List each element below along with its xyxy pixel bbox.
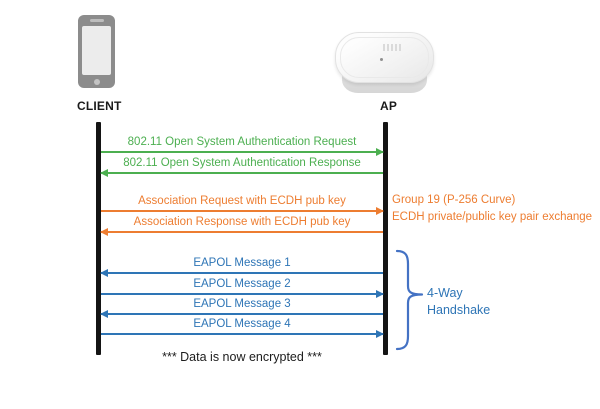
message-assoc-request: Association Request with ECDH pub key: [101, 195, 384, 215]
message-label: Association Response with ECDH pub key: [133, 216, 351, 228]
message-label: Association Request with ECDH pub key: [138, 195, 346, 207]
handshake-label: 4-Way Handshake: [427, 285, 490, 319]
message-label: EAPOL Message 3: [193, 298, 291, 310]
arrow-left-icon: [100, 310, 383, 318]
encrypted-note: *** Data is now encrypted ***: [162, 350, 322, 364]
access-point-led: [380, 58, 383, 61]
ap-label: AP: [380, 99, 398, 113]
message-eapol-2: EAPOL Message 2: [101, 278, 384, 298]
message-label: EAPOL Message 2: [193, 278, 291, 290]
ecdh-note-line1: Group 19 (P-256 Curve): [392, 194, 516, 206]
arrow-left-icon: [100, 269, 383, 277]
ecdh-note: Group 19 (P-256 Curve) ECDH private/publ…: [392, 192, 592, 226]
message-label: EAPOL Message 4: [193, 318, 291, 330]
phone-home-button: [93, 79, 100, 85]
message-auth-response: 802.11 Open System Authentication Respon…: [100, 157, 383, 177]
arrow-left-icon: [100, 228, 383, 236]
message-eapol-1: EAPOL Message 1: [100, 257, 383, 277]
message-label: 802.11 Open System Authentication Reques…: [127, 136, 357, 148]
access-point-lid: [335, 32, 434, 83]
arrow-right-icon: [101, 148, 384, 156]
arrow-right-icon: [101, 207, 384, 215]
ecdh-note-line2: ECDH private/public key pair exchange: [392, 211, 593, 223]
cisco-logo: [383, 44, 401, 51]
curly-brace-icon: [395, 249, 424, 351]
message-auth-request: 802.11 Open System Authentication Reques…: [101, 136, 384, 156]
smartphone-icon: [78, 15, 115, 88]
ap-lifeline: [383, 122, 388, 355]
handshake-label-line2: Handshake: [427, 303, 491, 317]
access-point-icon: [335, 32, 434, 93]
message-assoc-response: Association Response with ECDH pub key: [100, 216, 383, 236]
client-lifeline: [96, 122, 101, 355]
message-label: 802.11 Open System Authentication Respon…: [123, 157, 361, 169]
phone-speaker: [89, 19, 104, 22]
arrow-left-icon: [100, 169, 383, 177]
handshake-label-line1: 4-Way: [427, 286, 463, 300]
message-label: EAPOL Message 1: [193, 257, 291, 269]
phone-screen: [82, 26, 111, 75]
arrow-right-icon: [101, 330, 384, 338]
message-eapol-4: EAPOL Message 4: [101, 318, 384, 338]
arrow-right-icon: [101, 290, 384, 298]
client-label: CLIENT: [77, 99, 122, 113]
message-eapol-3: EAPOL Message 3: [100, 298, 383, 318]
